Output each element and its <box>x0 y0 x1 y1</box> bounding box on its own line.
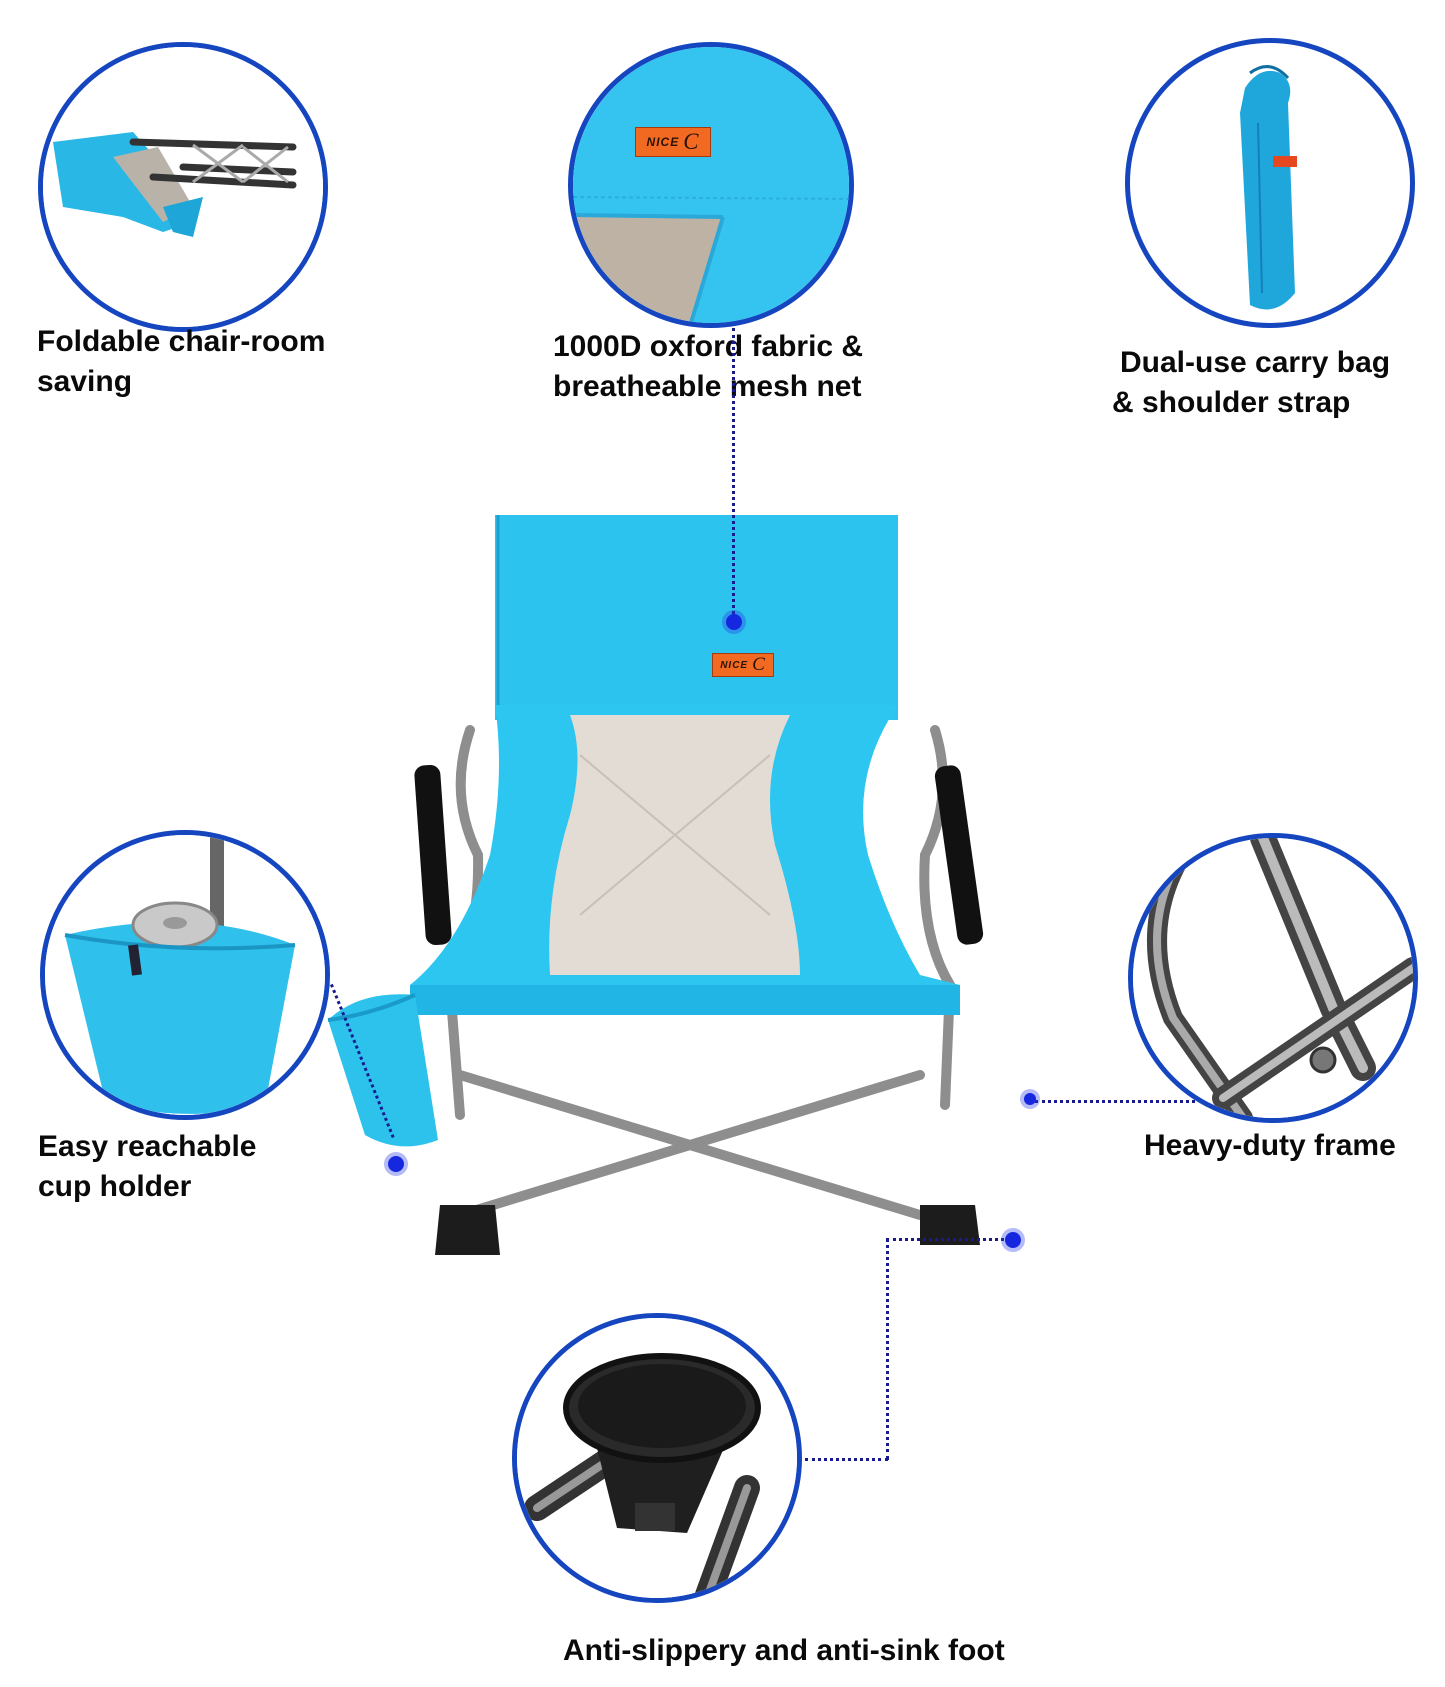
caption-line-1: Dual-use carry bag <box>1120 346 1391 379</box>
marker-dot-frame <box>1024 1093 1036 1105</box>
caption-carry-bag: Dual-use carry bag & shoulder strap <box>1112 343 1390 423</box>
cup-holder-icon <box>45 835 325 1115</box>
marker-dot-foot <box>1005 1232 1021 1248</box>
feature-circle-carry-bag <box>1125 38 1415 328</box>
fabric-closeup-icon <box>573 47 849 323</box>
leader-line-foot-top <box>886 1238 1016 1241</box>
caption-line-1: Foldable chair-room <box>37 325 326 358</box>
leader-line-foot-vertical <box>886 1238 889 1460</box>
carry-bag-icon <box>1240 65 1297 310</box>
caption-line-2: & shoulder strap <box>1112 386 1351 419</box>
marker-dot-cup-holder <box>388 1156 404 1172</box>
caption-frame: Heavy-duty frame <box>1144 1126 1396 1166</box>
leader-line-foot-bottom <box>805 1458 888 1461</box>
caption-line-1: Heavy-duty frame <box>1144 1129 1396 1162</box>
caption-line-2: cup holder <box>38 1170 192 1203</box>
chair-brand-logo: NICE C <box>712 653 774 677</box>
logo-text: NICE <box>646 135 680 149</box>
beach-chair-image: NICE C <box>320 515 1080 1275</box>
feature-circle-foldable <box>38 42 328 332</box>
logo-letter: C <box>683 129 700 154</box>
caption-foot: Anti-slippery and anti-sink foot <box>563 1631 1005 1671</box>
marker-dot-fabric <box>726 614 742 630</box>
caption-line-1: Easy reachable <box>38 1130 257 1163</box>
caption-fabric: 1000D oxford fabric & breatheable mesh n… <box>553 327 863 407</box>
feature-circle-foot <box>512 1313 802 1603</box>
caption-line-2: breatheable mesh net <box>553 370 862 403</box>
caption-cup-holder: Easy reachable cup holder <box>38 1127 256 1207</box>
feature-circle-cup-holder <box>40 830 330 1120</box>
logo-letter: C <box>752 654 766 675</box>
leader-line-frame <box>1035 1100 1195 1103</box>
caption-foldable: Foldable chair-room saving <box>37 322 325 402</box>
feature-circle-fabric: NICE C <box>568 42 854 328</box>
leader-line-fabric <box>732 328 735 620</box>
caption-line-1: Anti-slippery and anti-sink foot <box>563 1634 1005 1667</box>
folded-chair-icon <box>43 47 323 327</box>
caption-line-2: saving <box>37 365 133 398</box>
chair-foot-icon <box>517 1318 797 1598</box>
feature-circle-frame <box>1128 833 1418 1123</box>
caption-line-1: 1000D oxford fabric & <box>553 330 864 363</box>
logo-text: NICE <box>720 659 749 671</box>
brand-logo: NICE C <box>635 127 711 157</box>
frame-tube-icon <box>1133 838 1413 1118</box>
